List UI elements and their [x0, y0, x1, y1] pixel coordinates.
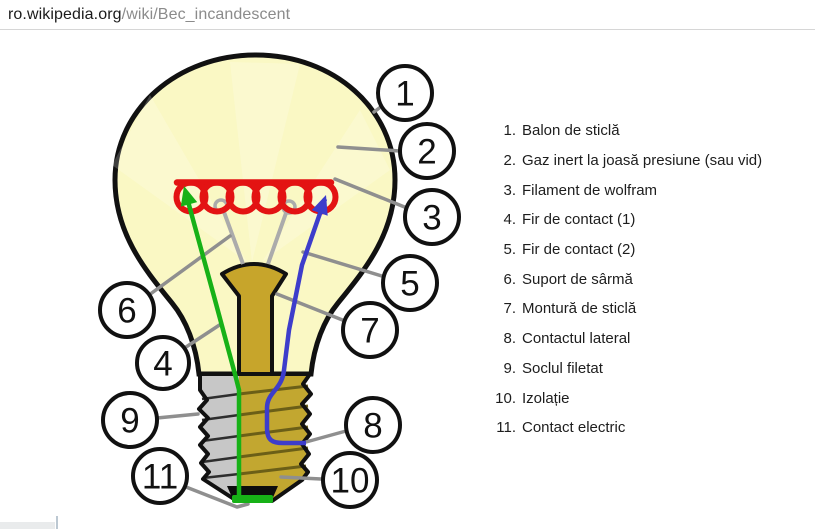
svg-text:9: 9 [120, 402, 139, 441]
legend-number: 11. [496, 419, 516, 437]
address-bar[interactable]: ro.wikipedia.org/wiki/Bec_incandescent [0, 0, 815, 30]
legend-number: 7. [503, 300, 516, 318]
svg-text:2: 2 [417, 133, 436, 172]
legend-number: 5. [503, 241, 516, 259]
legend-item-5: 5. Fir de contact (2) [488, 235, 762, 265]
callout-6: 6 [98, 281, 156, 339]
legend-number: 1. [503, 122, 516, 140]
legend-label: Contactul lateral [522, 330, 631, 348]
legend-number: 3. [503, 181, 516, 199]
legend-label: Suport de sârmă [522, 270, 633, 288]
svg-text:10: 10 [331, 462, 370, 501]
leader-9 [155, 412, 200, 420]
callout-9: 9 [101, 391, 159, 449]
legend-label: Fir de contact (1) [522, 211, 636, 229]
leader-10 [279, 475, 323, 481]
legend-number: 2. [503, 152, 516, 170]
legend-item-7: 7. Montură de sticlă [488, 294, 762, 324]
green-wire-arrowhead [180, 186, 198, 207]
leader-11 [184, 485, 250, 509]
callout-3: 3 [403, 188, 461, 246]
svg-text:11: 11 [142, 458, 178, 497]
legend-number: 4. [503, 211, 516, 229]
callout-5: 5 [381, 254, 439, 312]
leader-3 [333, 177, 409, 210]
legend-label: Montură de sticlă [522, 300, 637, 318]
blue-wire [264, 198, 328, 446]
legend-item-1: 1. Balon de sticlă [488, 116, 762, 146]
url-path: /wiki/Bec_incandescent [121, 5, 291, 23]
leader-4 [181, 322, 223, 351]
legend-label: Soclul filetat [522, 359, 603, 377]
leader-7 [275, 292, 347, 323]
legend-label: Fir de contact (2) [522, 241, 636, 259]
leader-8 [304, 429, 348, 444]
legend-item-2: 2. Gaz inert la joasă presiune (sau vid) [488, 146, 762, 176]
green-wire [183, 193, 242, 497]
legend-item-11: 11. Contact electric [488, 413, 762, 443]
leader-lines [147, 104, 409, 509]
leader-2 [336, 145, 402, 153]
svg-text:5: 5 [400, 265, 419, 304]
svg-text:8: 8 [363, 407, 382, 446]
legend-label: Izolație [522, 389, 570, 407]
callout-1: 1 [376, 64, 434, 122]
legend-item-3: 3. Filament de wolfram [488, 175, 762, 205]
callout-10: 10 [321, 451, 379, 509]
legend-item-4: 4. Fir de contact (1) [488, 205, 762, 235]
legend-item-8: 8. Contactul lateral [488, 324, 762, 354]
legend-list: 1. Balon de sticlă 2. Gaz inert la joasă p… [488, 116, 762, 443]
legend-label: Filament de wolfram [522, 181, 658, 199]
callout-11: 11 [131, 447, 189, 505]
svg-text:7: 7 [360, 312, 379, 351]
svg-text:1: 1 [395, 75, 414, 114]
legend-item-6: 6. Suport de sârmă [488, 264, 762, 294]
leader-6 [147, 234, 232, 297]
svg-text:6: 6 [117, 292, 136, 331]
leader-5 [301, 250, 387, 279]
horizontal-scrollbar[interactable] [0, 522, 55, 529]
callout-8: 8 [344, 396, 402, 454]
legend-label: Gaz inert la joasă presiune (sau vid) [522, 152, 763, 170]
green-contact-bar [232, 495, 273, 503]
legend-number: 8. [503, 330, 516, 348]
svg-text:4: 4 [153, 345, 172, 384]
legend-label: Contact electric [522, 419, 626, 437]
blue-wire-arrowhead [311, 195, 328, 216]
scrollbar-divider [56, 516, 58, 529]
legend-item-10: 10. Izolație [488, 383, 762, 413]
legend-label: Balon de sticlă [522, 122, 620, 140]
url-host: ro.wikipedia.org [8, 5, 122, 23]
legend-item-9: 9. Soclul filetat [488, 354, 762, 384]
legend-number: 9. [503, 359, 516, 377]
legend-number: 6. [503, 270, 516, 288]
callout-7: 7 [341, 301, 399, 359]
callout-2: 2 [398, 122, 456, 180]
legend-number: 10. [495, 389, 516, 407]
callout-4: 4 [135, 335, 191, 391]
svg-text:3: 3 [422, 199, 441, 238]
filament-coil [173, 179, 339, 215]
